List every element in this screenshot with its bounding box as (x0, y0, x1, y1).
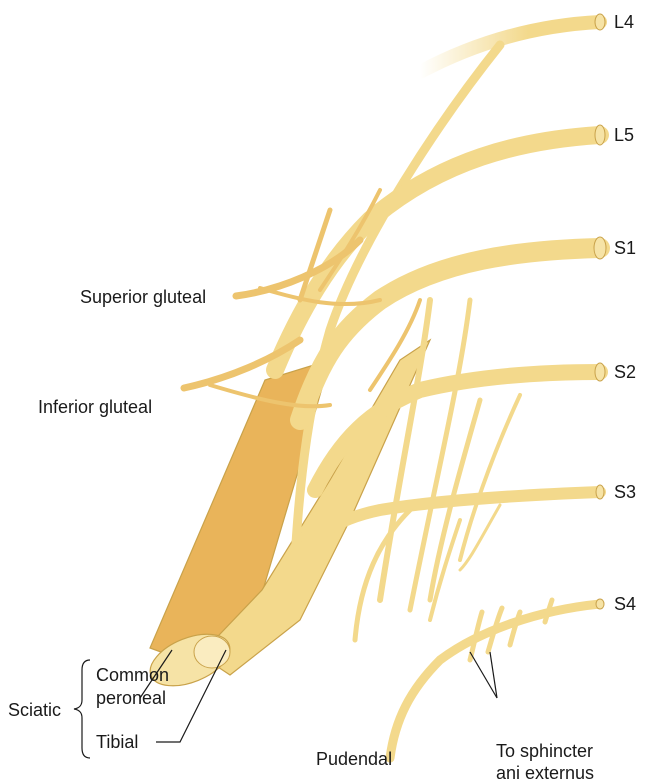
label-sphincter-1: To sphincter (496, 741, 593, 761)
s1-stump (594, 237, 606, 259)
l4-root (420, 22, 600, 72)
label-tibial: Tibial (96, 732, 138, 752)
s4-stump (596, 599, 604, 609)
label-inferior-gluteal: Inferior gluteal (38, 397, 152, 417)
label-s4: S4 (614, 594, 636, 614)
l4-stump (595, 14, 605, 30)
sphincter-twigs (470, 600, 552, 660)
s1-root (300, 248, 600, 420)
label-common-peroneal-2: peroneal (96, 688, 166, 708)
s2-stump (595, 363, 605, 381)
root-stumps (594, 14, 606, 609)
sciatic-brace (74, 660, 90, 758)
label-l5: L5 (614, 125, 634, 145)
label-superior-gluteal: Superior gluteal (80, 287, 206, 307)
label-pudendal: Pudendal (316, 749, 392, 769)
label-sciatic: Sciatic (8, 700, 61, 720)
label-common-peroneal-1: Common (96, 665, 169, 685)
s3-stump (596, 485, 604, 499)
l5-stump (595, 125, 605, 145)
root-nerves (275, 22, 600, 758)
label-s1: S1 (614, 238, 636, 258)
label-s3: S3 (614, 482, 636, 502)
pelvic-branches (355, 300, 520, 640)
label-sphincter-2: ani externus (496, 763, 594, 783)
label-s2: S2 (614, 362, 636, 382)
label-l4: L4 (614, 12, 634, 32)
sciatic-trunk (143, 340, 430, 696)
labels: L4 L5 S1 S2 S3 S4 Superior gluteal Infer… (8, 12, 636, 783)
